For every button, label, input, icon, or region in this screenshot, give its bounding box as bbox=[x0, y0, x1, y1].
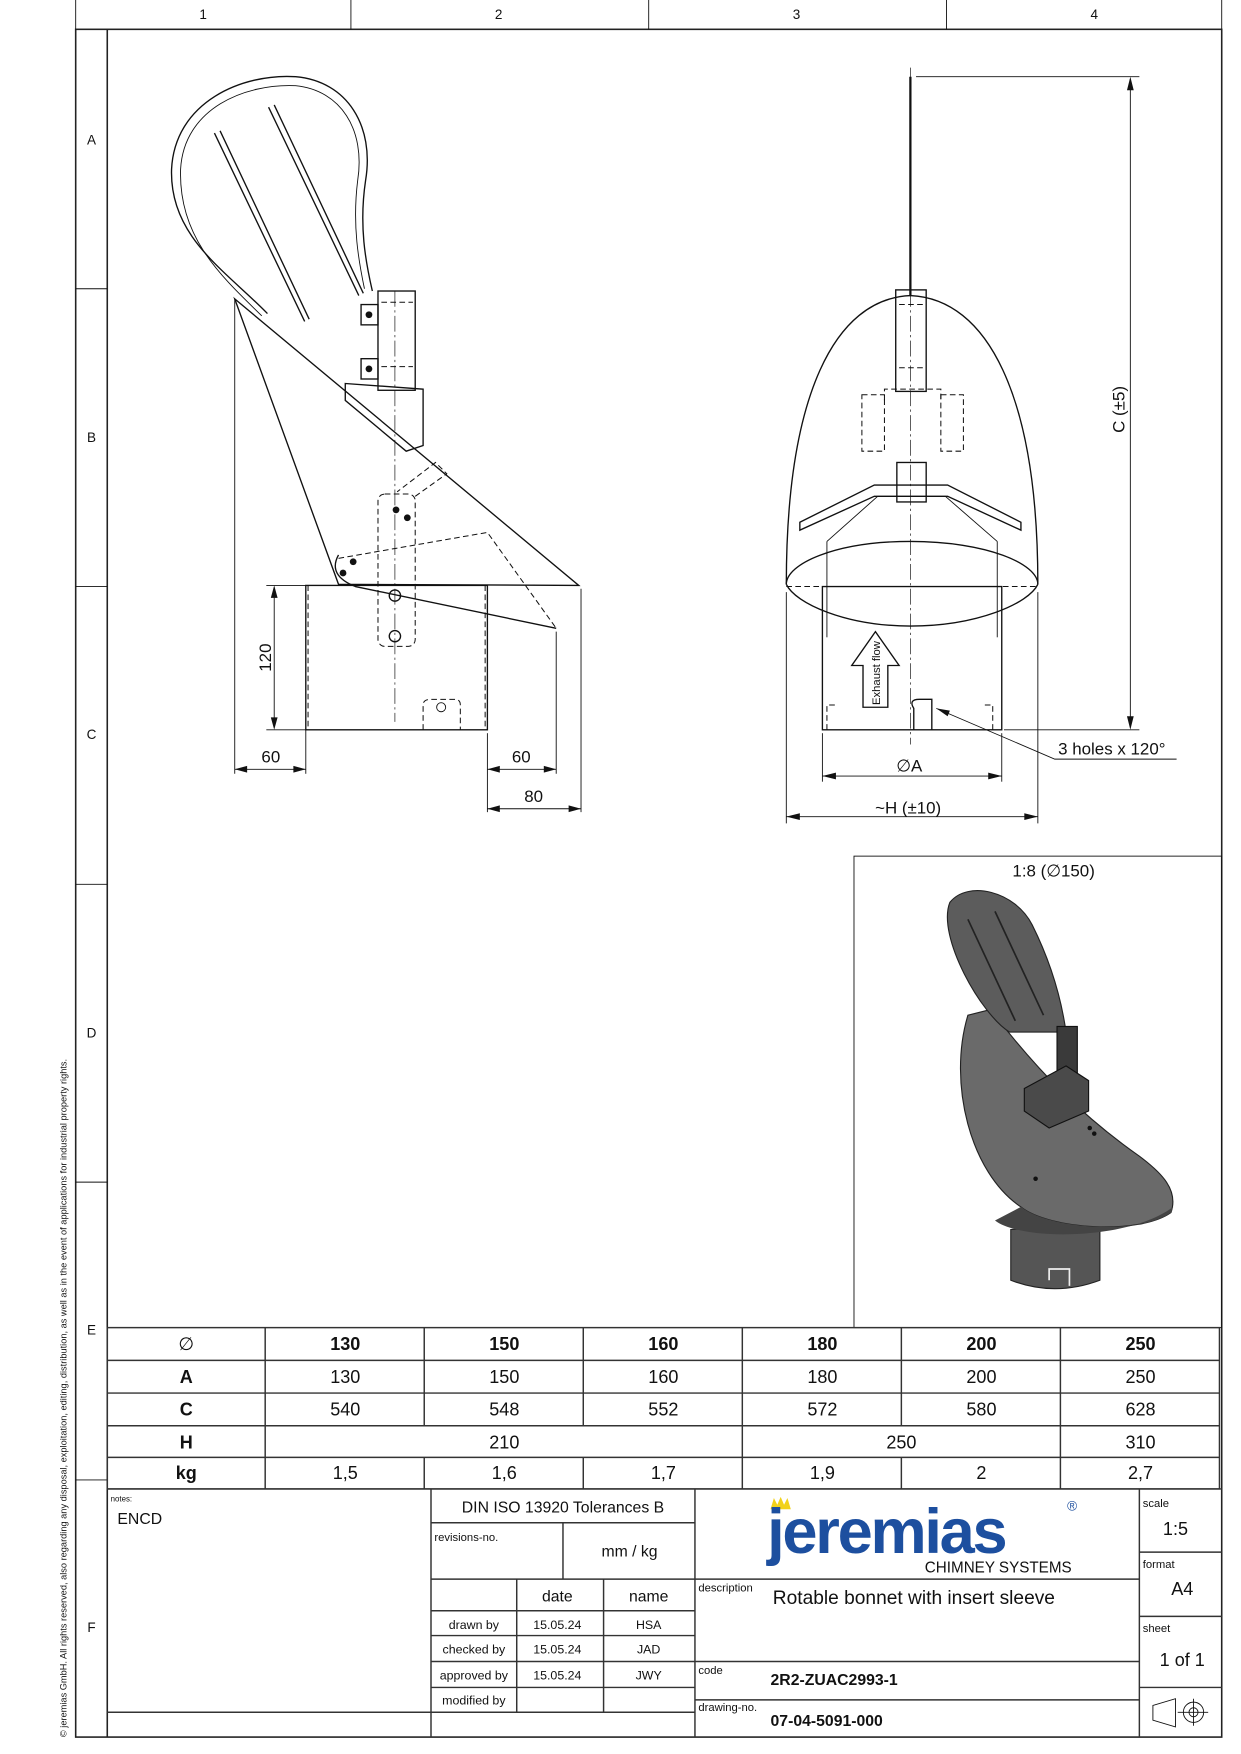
side-view-drawing: 120 60 60 80 bbox=[170, 75, 582, 813]
format-label: format bbox=[1143, 1559, 1176, 1571]
description-label: description bbox=[698, 1583, 752, 1595]
dimension-table: ∅ 130 150 160 180 200 250 A 130 150 160 … bbox=[106, 1326, 1221, 1490]
column-label: 1 bbox=[199, 7, 207, 22]
dimension-60-left: 60 bbox=[261, 748, 280, 767]
row-label: E bbox=[87, 1322, 96, 1337]
code-value: 2R2-ZUAC2993-1 bbox=[771, 1672, 898, 1689]
table-cell: 160 bbox=[648, 1367, 678, 1387]
signoff-name: JWY bbox=[636, 1669, 662, 1683]
logo-wordmark: jeremias bbox=[766, 1497, 1005, 1567]
detail-view-title: 1:8 (∅150) bbox=[1012, 861, 1094, 880]
table-cell: 310 bbox=[1125, 1432, 1155, 1452]
logo-tagline: CHIMNEY SYSTEMS bbox=[925, 1559, 1072, 1576]
registered-mark: ® bbox=[1067, 1498, 1077, 1513]
table-header: 150 bbox=[489, 1334, 519, 1354]
signoff-role: modified by bbox=[442, 1693, 506, 1707]
row-label: F bbox=[87, 1620, 95, 1635]
dimension-a: ∅A bbox=[896, 757, 923, 776]
column-label: 4 bbox=[1090, 7, 1098, 22]
sheet-value: 1 of 1 bbox=[1160, 1650, 1205, 1670]
dimension-80: 80 bbox=[524, 787, 543, 806]
signoff-role: checked by bbox=[443, 1643, 506, 1657]
dimension-120: 120 bbox=[256, 643, 275, 671]
notes-text: ENCD bbox=[117, 1511, 162, 1528]
table-cell: 210 bbox=[489, 1432, 519, 1452]
table-cell: 1,6 bbox=[492, 1463, 517, 1483]
table-cell: 200 bbox=[966, 1367, 996, 1387]
table-header: 200 bbox=[966, 1334, 996, 1354]
dimension-60-right: 60 bbox=[512, 748, 531, 767]
description-text: Rotable bonnet with insert sleeve bbox=[773, 1588, 1055, 1609]
signoff-date: 15.05.24 bbox=[533, 1669, 581, 1683]
grid-column-labels: 1 2 3 4 bbox=[199, 7, 1098, 22]
units-text: mm / kg bbox=[601, 1544, 657, 1561]
signoff-date: 15.05.24 bbox=[533, 1643, 581, 1657]
column-label: 2 bbox=[495, 7, 503, 22]
table-cell: 2 bbox=[976, 1463, 986, 1483]
dimension-c: C (±5) bbox=[1110, 386, 1129, 433]
table-cell: 150 bbox=[489, 1367, 519, 1387]
copyright-notice: © jeremias GmbH. All rights reserved, al… bbox=[59, 1059, 69, 1737]
crown-icon bbox=[770, 1496, 791, 1510]
scale-value: 1:5 bbox=[1163, 1519, 1188, 1539]
first-angle-projection-icon bbox=[1152, 1698, 1209, 1728]
table-cell: 2,7 bbox=[1128, 1463, 1153, 1483]
row-label: D bbox=[87, 1026, 97, 1041]
table-header: 180 bbox=[807, 1334, 837, 1354]
scale-label: scale bbox=[1143, 1498, 1169, 1510]
signoff-name: JAD bbox=[637, 1643, 660, 1657]
signoff-name: HSA bbox=[636, 1618, 662, 1632]
table-header-diameter: ∅ bbox=[178, 1334, 194, 1354]
revisions-label: revisions-no. bbox=[434, 1532, 498, 1544]
table-cell: 1,5 bbox=[333, 1463, 358, 1483]
table-cell: 572 bbox=[807, 1400, 837, 1420]
table-cell: 180 bbox=[807, 1367, 837, 1387]
row-label-c: C bbox=[180, 1400, 193, 1420]
row-label: B bbox=[87, 430, 96, 445]
name-header: name bbox=[629, 1589, 669, 1606]
row-label: A bbox=[87, 132, 96, 147]
drawing-no-label: drawing-no. bbox=[698, 1702, 757, 1714]
table-cell: 540 bbox=[330, 1400, 360, 1420]
format-value: A4 bbox=[1171, 1579, 1193, 1599]
column-label: 3 bbox=[793, 7, 801, 22]
notes-label: notes: bbox=[111, 1494, 132, 1503]
signoff-role: approved by bbox=[440, 1669, 509, 1683]
table-header: 130 bbox=[330, 1334, 360, 1354]
row-label: C bbox=[87, 727, 97, 742]
table-cell: 628 bbox=[1125, 1400, 1155, 1420]
row-label-a: A bbox=[180, 1367, 193, 1387]
signoff-role: drawn by bbox=[449, 1618, 500, 1632]
table-header: 250 bbox=[1125, 1334, 1155, 1354]
title-block: notes: ENCD DIN ISO 13920 Tolerances B r… bbox=[107, 1488, 1222, 1738]
table-cell: 1,9 bbox=[810, 1463, 835, 1483]
front-view-drawing: Exhaust flow C (±5) ∅A ~H (±10) 3 holes … bbox=[785, 67, 1177, 824]
sheet-label: sheet bbox=[1143, 1623, 1171, 1635]
date-header: date bbox=[542, 1589, 573, 1606]
exhaust-flow-arrow-icon bbox=[850, 630, 901, 708]
table-cell: 580 bbox=[966, 1400, 996, 1420]
signoff-date: 15.05.24 bbox=[533, 1618, 581, 1632]
tolerances-text: DIN ISO 13920 Tolerances B bbox=[462, 1500, 664, 1517]
holes-note: 3 holes x 120° bbox=[1058, 740, 1165, 759]
jeremias-logo: jeremias ® CHIMNEY SYSTEMS bbox=[766, 1496, 1077, 1576]
detail-3d-view: 1:8 (∅150) bbox=[853, 855, 1223, 1329]
row-label-h: H bbox=[180, 1432, 193, 1452]
dimension-h: ~H (±10) bbox=[875, 798, 941, 817]
drawing-no-value: 07-04-5091-000 bbox=[771, 1713, 884, 1730]
table-cell: 548 bbox=[489, 1400, 519, 1420]
table-header: 160 bbox=[648, 1334, 678, 1354]
table-cell: 250 bbox=[1125, 1367, 1155, 1387]
exhaust-flow-label: Exhaust flow bbox=[871, 640, 883, 705]
row-label-kg: kg bbox=[176, 1463, 197, 1483]
code-label: code bbox=[698, 1665, 722, 1677]
table-cell: 552 bbox=[648, 1400, 678, 1420]
table-cell: 130 bbox=[330, 1367, 360, 1387]
grid-row-labels: A B C D E F bbox=[87, 132, 97, 1635]
table-cell: 1,7 bbox=[651, 1463, 676, 1483]
table-cell: 250 bbox=[886, 1432, 916, 1452]
